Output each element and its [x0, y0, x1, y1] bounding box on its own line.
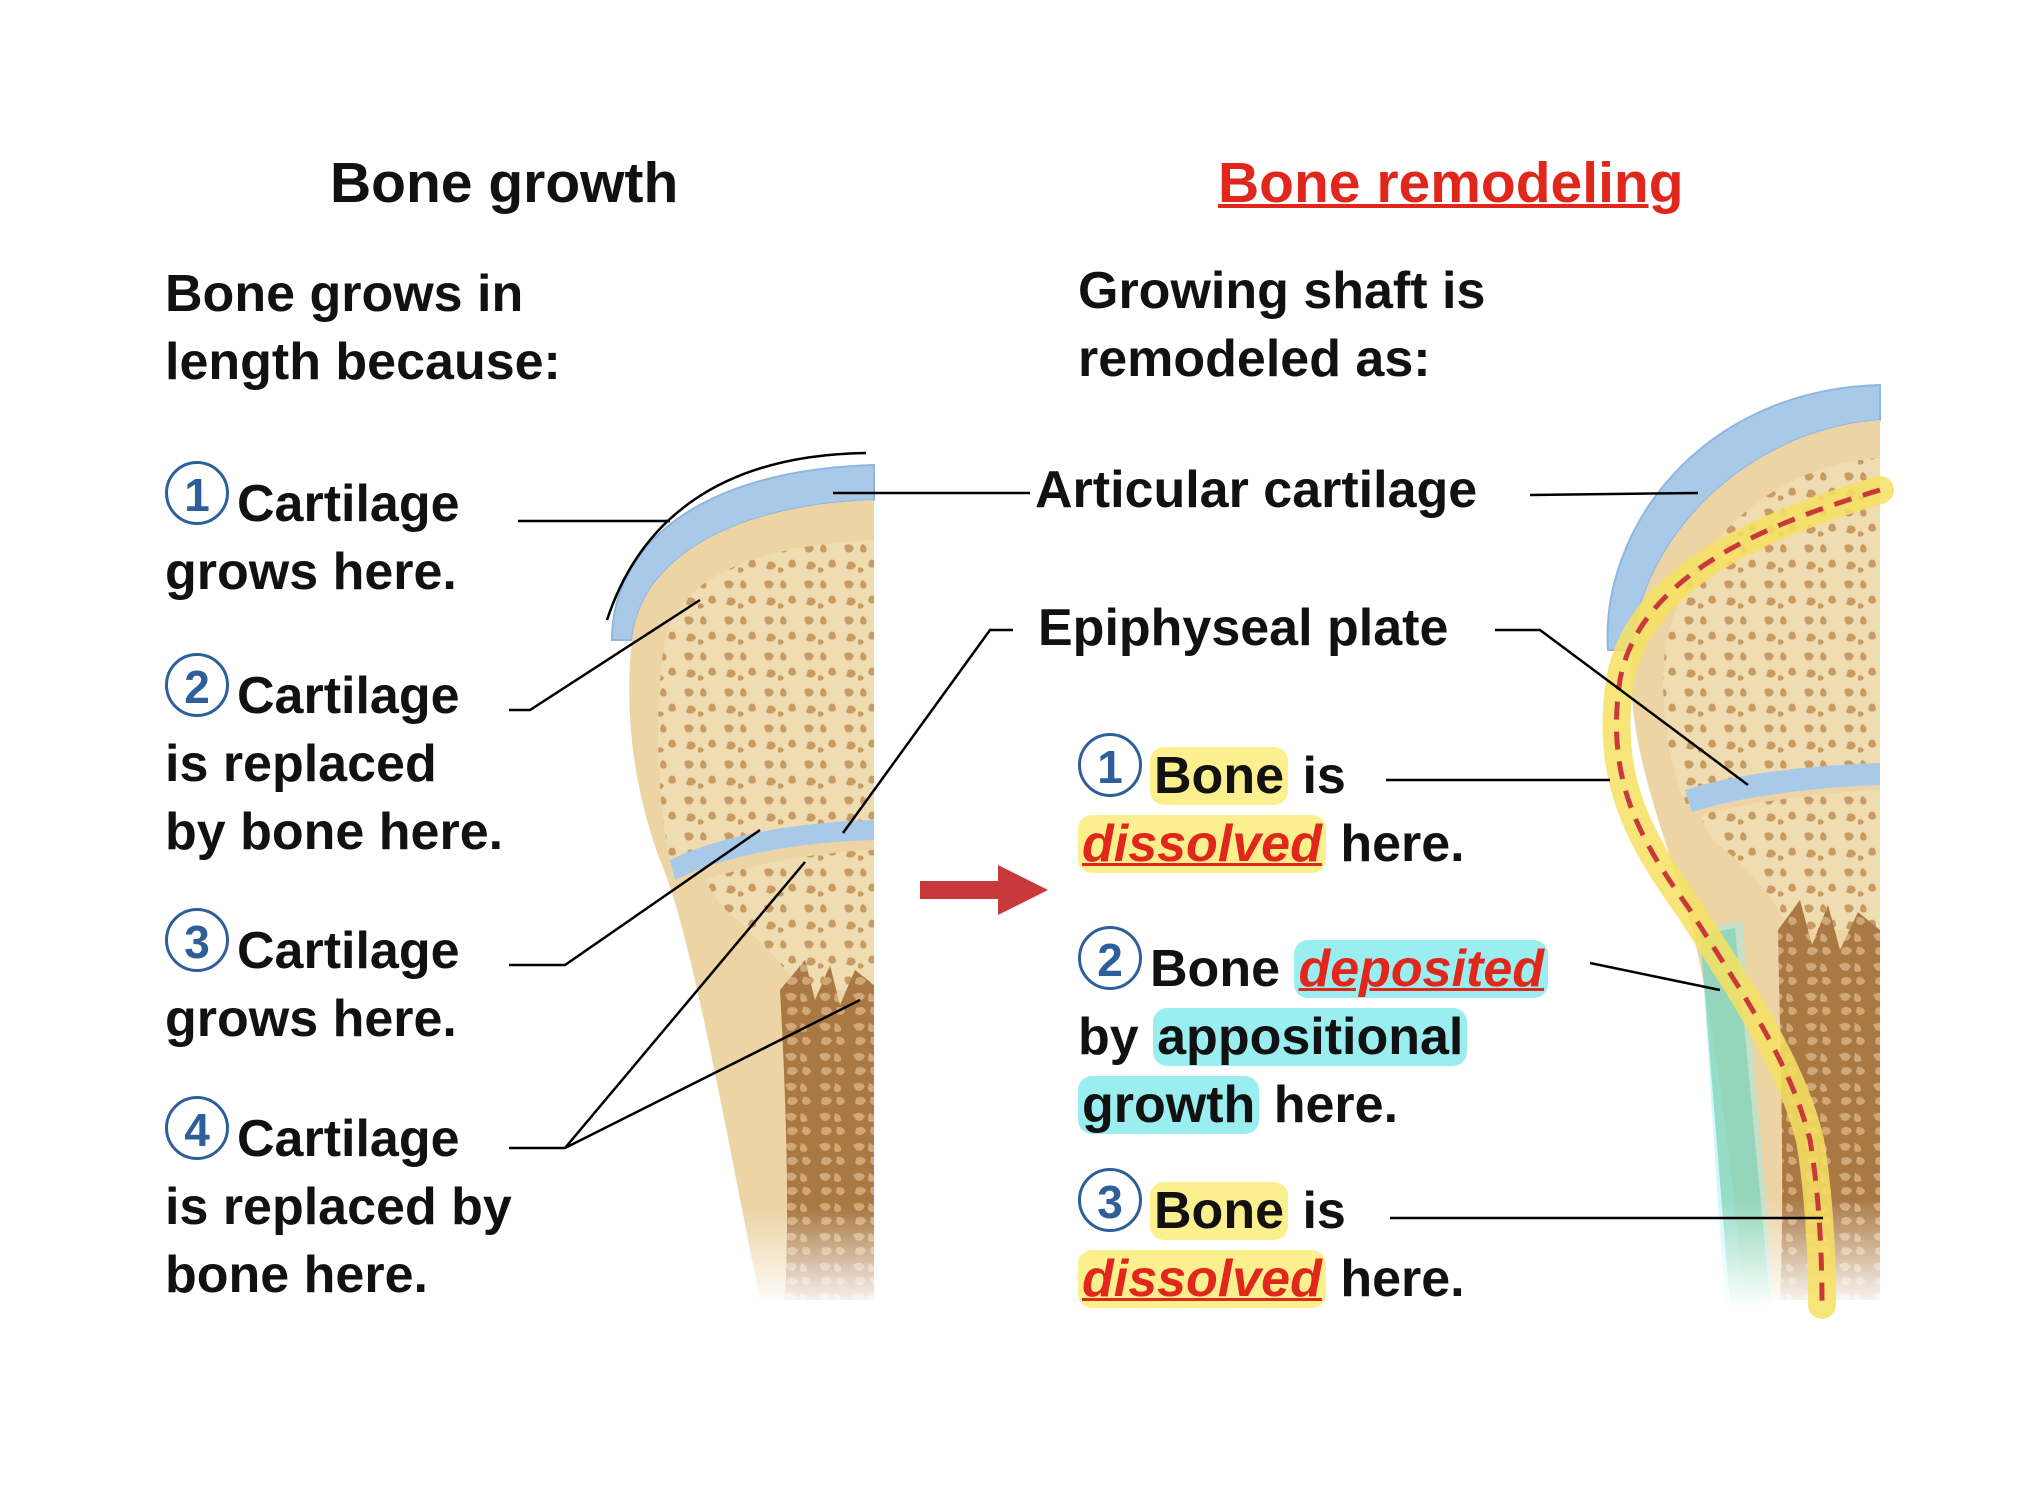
step-text: grows here. [165, 990, 457, 1048]
step-text: Bone [1150, 940, 1280, 998]
step-text: is [1288, 1182, 1346, 1240]
left-heading: Bone growth [330, 151, 679, 215]
right-heading: Bone remodeling [1218, 151, 1684, 215]
step-text: Bone [1150, 1182, 1288, 1240]
step-text: is [1288, 747, 1346, 805]
step-badge: 1 [1078, 733, 1142, 798]
left-intro-line-2: length because: [165, 333, 561, 391]
right-intro-line-1: Growing shaft is [1078, 262, 1486, 320]
emphasis-text: dissolved [1078, 815, 1326, 873]
step-text: bone here. [165, 1246, 428, 1304]
step-text: is replaced [165, 735, 437, 793]
cartilage-growth-arc [605, 451, 867, 621]
transition-arrow [920, 865, 1048, 915]
step-text: grows here. [165, 543, 457, 601]
step-text: here. [1325, 1250, 1465, 1308]
step-text: appositional [1153, 1008, 1468, 1066]
step-text: Cartilage [237, 1110, 460, 1168]
left-intro: Bone grows in length because: [165, 260, 685, 396]
right-intro: Growing shaft is remodeled as: [1078, 257, 1638, 393]
step-text: here. [1259, 1076, 1399, 1134]
right-bone-illustration [1600, 380, 1900, 1319]
step-badge: 1 [165, 461, 229, 526]
epiphyseal-plate-label: Epiphyseal plate [1038, 599, 1449, 657]
left-bone-illustration [600, 460, 890, 1310]
emphasis-text: deposited [1294, 940, 1549, 998]
step-text: by [1078, 1008, 1154, 1066]
articular-cartilage-label: Articular cartilage [1035, 461, 1478, 519]
step-text: by bone here. [165, 803, 504, 861]
step-badge: 4 [165, 1096, 229, 1161]
step-text: Cartilage [237, 667, 460, 725]
left-intro-line-1: Bone grows in [165, 265, 524, 323]
step-text: Bone [1150, 747, 1288, 805]
right-leader-lines [833, 491, 1823, 1220]
step-text: is replaced by [165, 1178, 512, 1236]
step-badge: 2 [165, 653, 229, 718]
resorption-dashed-line [1614, 487, 1881, 1306]
emphasis-text: dissolved [1078, 1250, 1326, 1308]
step-text: Cartilage [237, 922, 460, 980]
step-text: growth [1078, 1076, 1260, 1134]
left-leader-lines [509, 451, 867, 1150]
step-badge: 3 [1078, 1168, 1142, 1233]
step-badge: 2 [1078, 926, 1142, 991]
step-badge: 3 [165, 908, 229, 973]
step-text: Cartilage [237, 475, 460, 533]
step-text: here. [1325, 815, 1465, 873]
right-intro-line-2: remodeled as: [1078, 330, 1431, 388]
